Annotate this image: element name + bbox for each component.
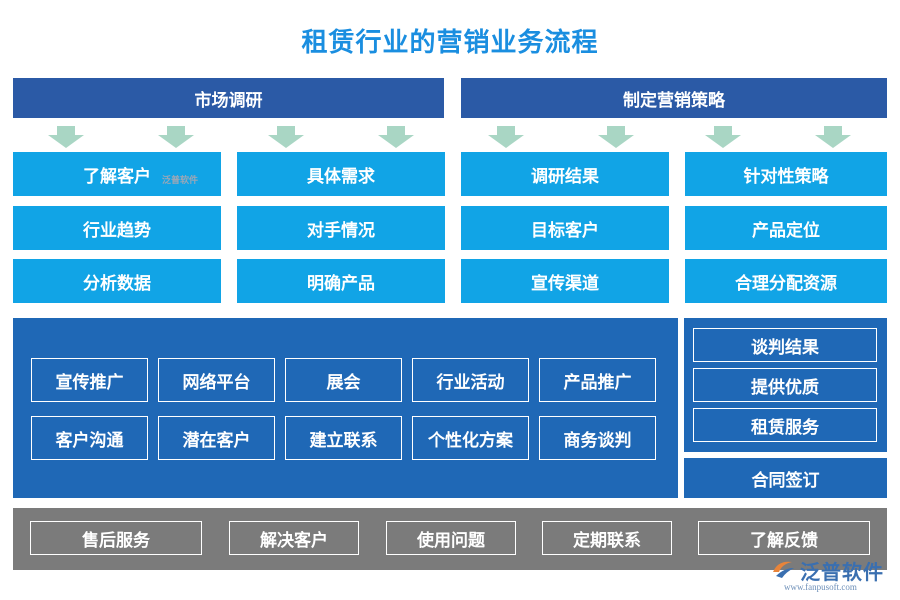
box-after-sales: 售后服务 bbox=[30, 521, 202, 555]
cell-research-result: 调研结果 bbox=[461, 152, 669, 196]
box-usage-issues: 使用问题 bbox=[386, 521, 516, 555]
box-promotion: 宣传推广 bbox=[31, 358, 148, 402]
box-build-contact: 建立联系 bbox=[285, 416, 402, 460]
cell-targeted-strategy: 针对性策略 bbox=[685, 152, 887, 196]
box-regular-contact: 定期联系 bbox=[542, 521, 672, 555]
cell-competitor-status: 对手情况 bbox=[237, 206, 445, 250]
cell-target-customer: 目标客户 bbox=[461, 206, 669, 250]
box-exhibition: 展会 bbox=[285, 358, 402, 402]
watermark-small: 泛普软件 bbox=[162, 176, 199, 186]
box-industry-event: 行业活动 bbox=[412, 358, 529, 402]
page-title: 租赁行业的营销业务流程 bbox=[301, 28, 599, 58]
logo-url: www.fanpusoft.com bbox=[784, 582, 857, 592]
down-arrow-icon bbox=[815, 126, 851, 148]
box-customer-communication: 客户沟通 bbox=[31, 416, 148, 460]
down-arrow-icon bbox=[598, 126, 634, 148]
box-negotiation-result: 谈判结果 bbox=[693, 328, 877, 362]
box-product-promotion: 产品推广 bbox=[539, 358, 656, 402]
fanpu-logo: 泛普软件 bbox=[770, 556, 884, 585]
box-rental-service: 租赁服务 bbox=[693, 408, 877, 442]
cell-analyze-data: 分析数据 bbox=[13, 259, 221, 303]
logo-text: 泛普软件 bbox=[800, 560, 884, 584]
cell-promotion-channel: 宣传渠道 bbox=[461, 259, 669, 303]
box-solve-customer: 解决客户 bbox=[229, 521, 359, 555]
promotion-panel bbox=[13, 318, 678, 498]
cell-define-product: 明确产品 bbox=[237, 259, 445, 303]
down-arrow-icon bbox=[48, 126, 84, 148]
down-arrow-icon bbox=[488, 126, 524, 148]
header-marketing-strategy: 制定营销策略 bbox=[461, 78, 887, 118]
down-arrow-icon bbox=[378, 126, 414, 148]
fanpu-logo-icon bbox=[770, 558, 796, 584]
negotiation-panel bbox=[684, 318, 887, 452]
cell-product-positioning: 产品定位 bbox=[685, 206, 887, 250]
box-online-platform: 网络平台 bbox=[158, 358, 275, 402]
down-arrow-icon bbox=[158, 126, 194, 148]
box-contract-signing: 合同签订 bbox=[684, 458, 887, 498]
cell-understand-customer: 了解客户 bbox=[13, 152, 221, 196]
box-provide-quality: 提供优质 bbox=[693, 368, 877, 402]
after-sales-panel bbox=[13, 508, 887, 570]
box-custom-plan: 个性化方案 bbox=[412, 416, 529, 460]
down-arrow-icon bbox=[705, 126, 741, 148]
cell-specific-needs: 具体需求 bbox=[237, 152, 445, 196]
box-business-negotiation: 商务谈判 bbox=[539, 416, 656, 460]
cell-allocate-resources: 合理分配资源 bbox=[685, 259, 887, 303]
down-arrow-icon bbox=[268, 126, 304, 148]
box-potential-customer: 潜在客户 bbox=[158, 416, 275, 460]
box-collect-feedback: 了解反馈 bbox=[698, 521, 870, 555]
cell-industry-trend: 行业趋势 bbox=[13, 206, 221, 250]
header-market-research: 市场调研 bbox=[13, 78, 444, 118]
